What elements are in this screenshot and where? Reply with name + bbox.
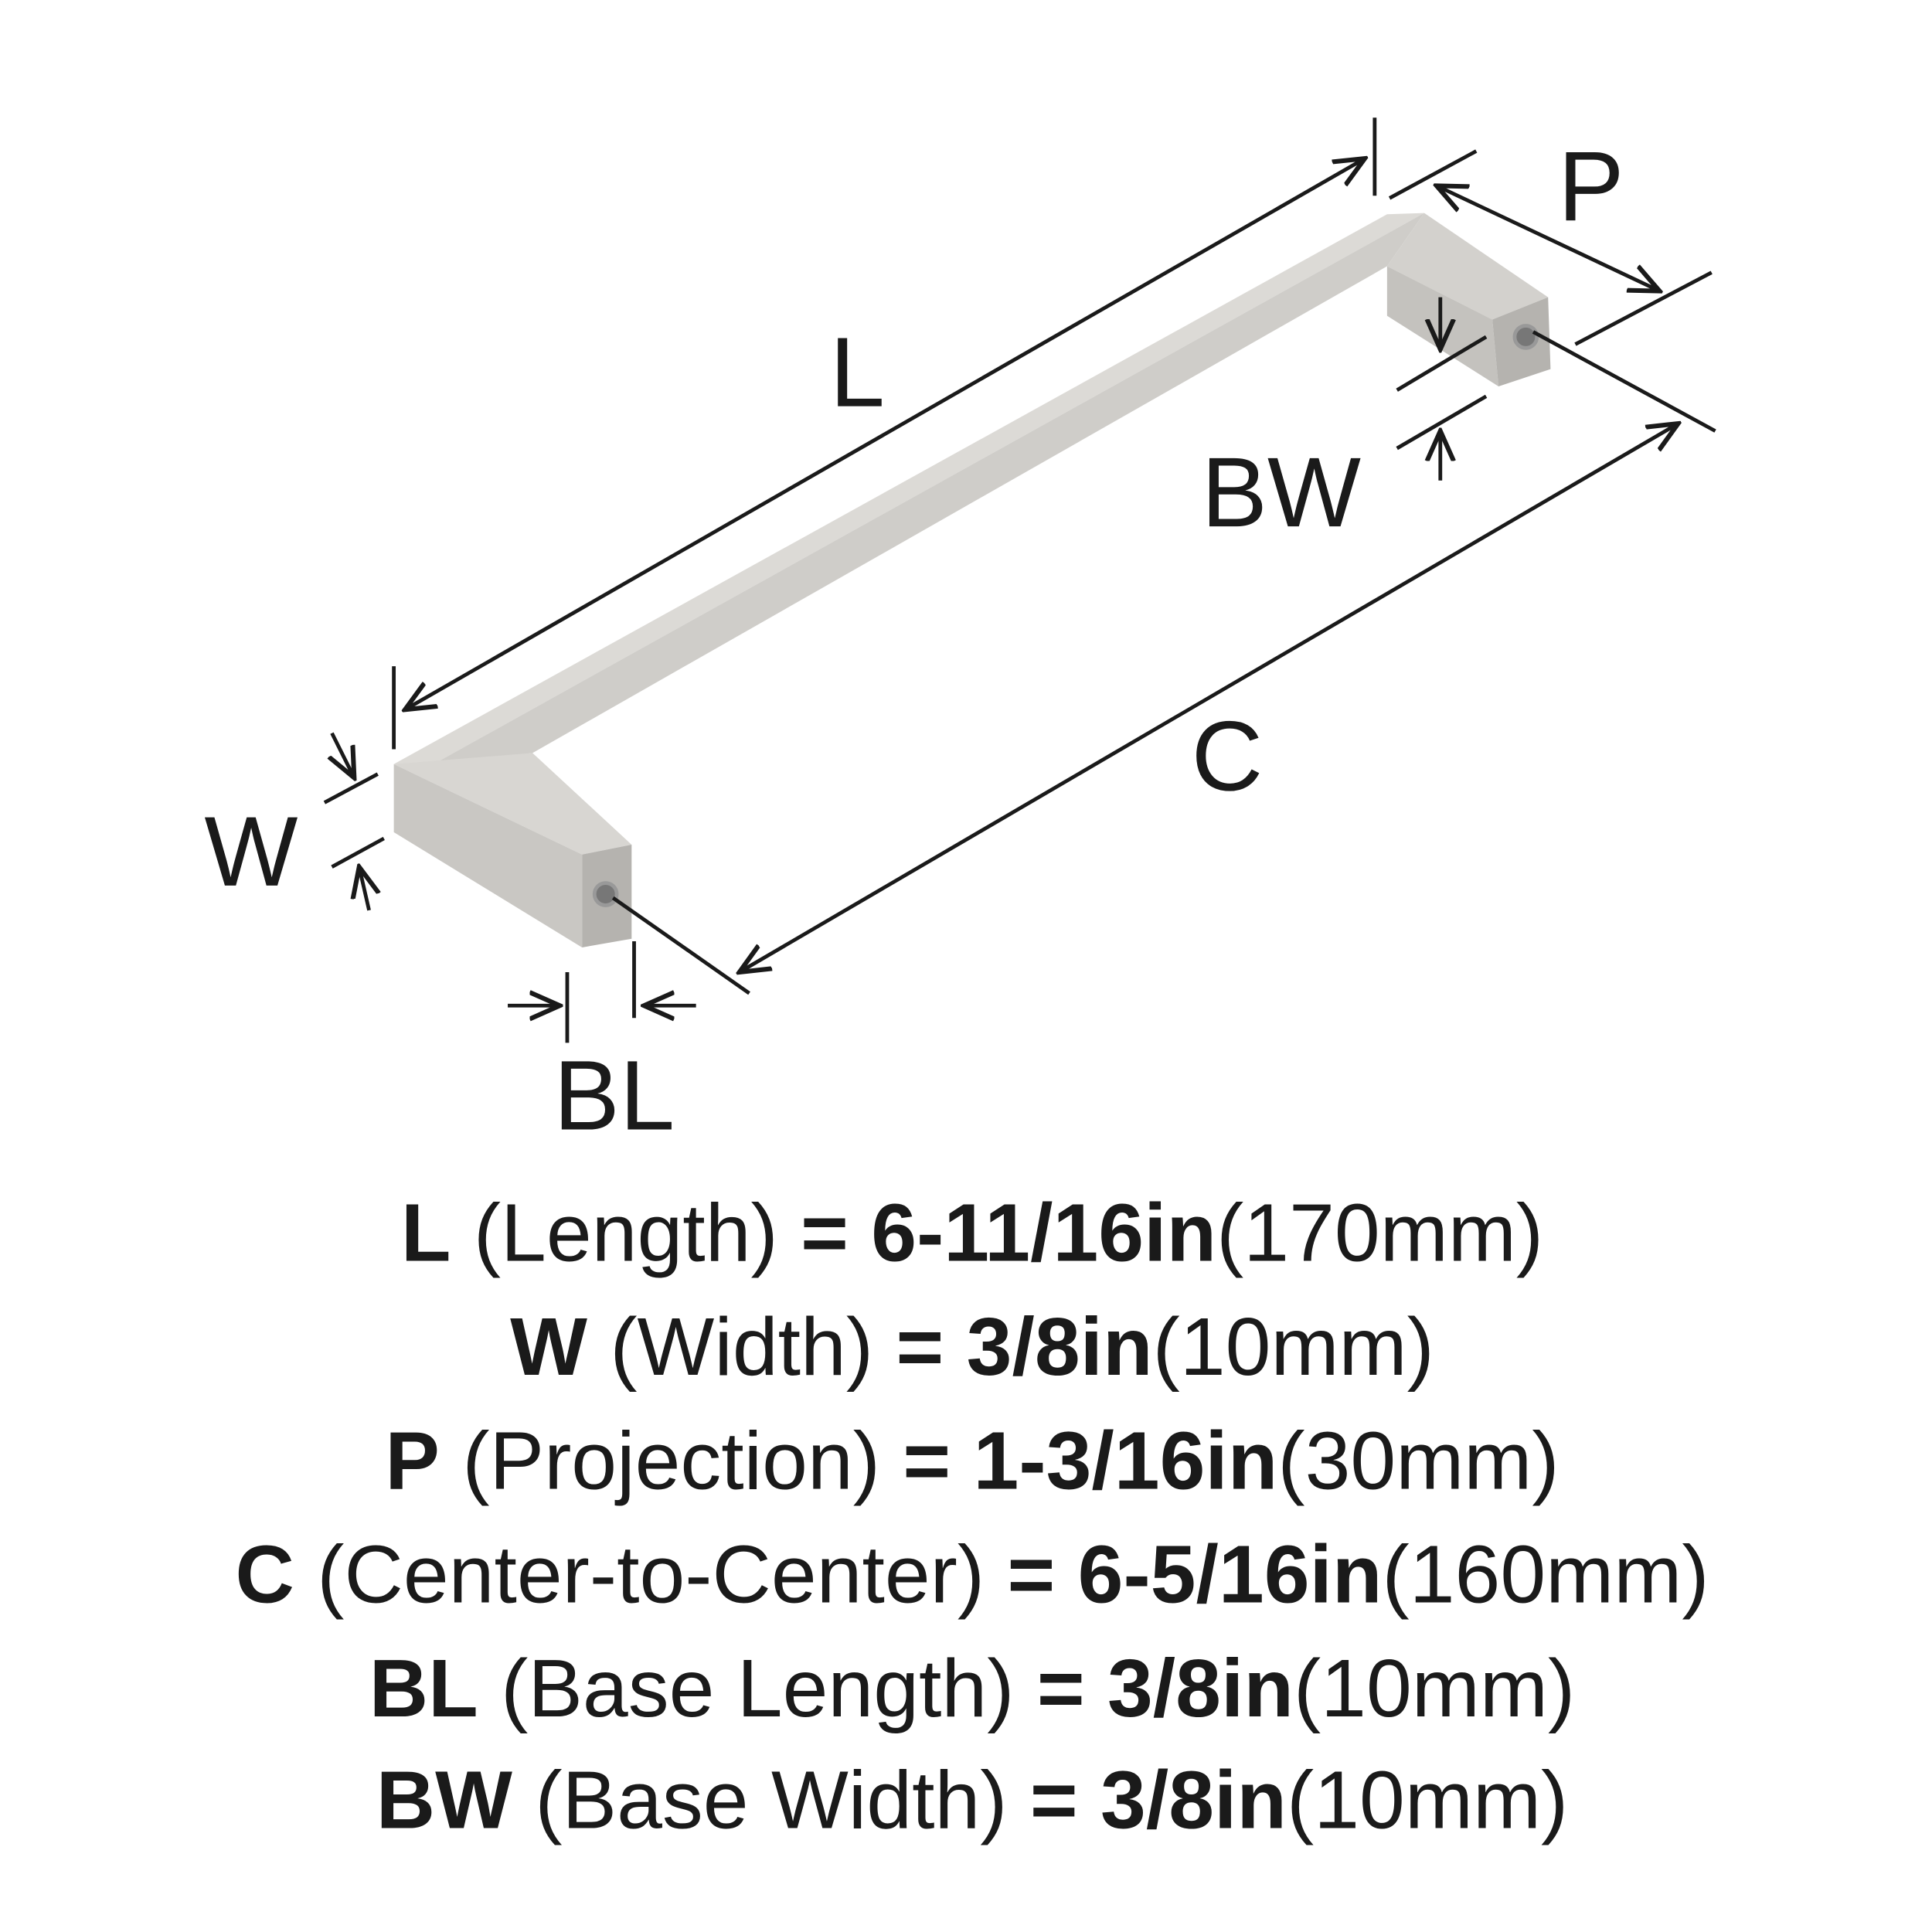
spec-row-base-length: BL (Base Length) = 3/8in(10mm) [369,1643,1575,1734]
left-post-top [393,753,632,855]
spec-row-center-to-center: C (Center-to-Center) = 6-5/16in(160mm) [235,1529,1709,1621]
label-W: W [204,797,298,907]
dimension-lines [323,117,1716,1043]
spec-row-length: L (Length) = 6-11/16in(170mm) [401,1187,1543,1278]
label-BL: BL [553,1041,675,1151]
spec-row-projection: P (Projection) = 1-3/16in(30mm) [385,1415,1559,1506]
spec-row-width: W (Width) = 3/8in(10mm) [510,1301,1434,1393]
mounting-hole-right [1512,324,1539,350]
spec-row-base-width: BW (Base Width) = 3/8in(10mm) [376,1754,1569,1845]
label-P: P [1558,131,1624,242]
label-C: C [1192,701,1264,811]
label-L: L [830,318,885,428]
label-BW: BW [1201,437,1361,548]
spec-list: L (Length) = 6-11/16in(170mm) W (Width) … [235,1187,1709,1845]
left-post-side [393,764,583,947]
mounting-hole-left [592,881,619,907]
